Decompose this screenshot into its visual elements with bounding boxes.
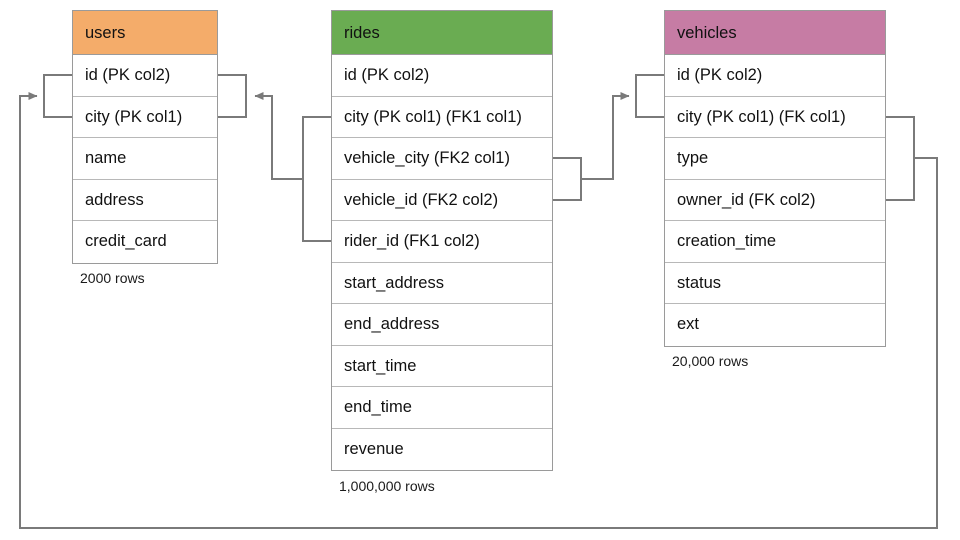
- table-header-users: users: [73, 11, 217, 55]
- column-vehicles-status[interactable]: status: [665, 263, 885, 304]
- column-rides-revenue[interactable]: revenue: [344, 439, 404, 458]
- table-vehicles[interactable]: vehicles id (PK col2) city (PK col1) (FK…: [664, 10, 886, 347]
- column-vehicles-type[interactable]: type: [665, 138, 885, 180]
- edge-fk2-connector: [581, 92, 630, 180]
- row-count-rides: 1,000,000 rows: [339, 478, 435, 494]
- edge-fk1-users-bracket: [218, 74, 247, 118]
- column-rides-rider-id[interactable]: rider_id (FK1 col2): [332, 221, 552, 263]
- edge-fk3-users-bracket: [43, 74, 72, 118]
- column-vehicles-creation-time[interactable]: creation_time: [665, 221, 885, 263]
- table-header-vehicles: vehicles: [665, 11, 885, 55]
- column-rides-id[interactable]: id (PK col2): [332, 55, 552, 97]
- column-vehicles-owner-id[interactable]: owner_id (FK col2): [665, 180, 885, 221]
- column-rides-start-time[interactable]: start_time: [332, 346, 552, 387]
- table-rides[interactable]: rides id (PK col2) city (PK col1) (FK1 c…: [331, 10, 553, 471]
- edge-fk1-connector: [254, 92, 303, 180]
- column-rides-city[interactable]: city (PK col1) (FK1 col1): [332, 97, 552, 138]
- column-vehicles-ext[interactable]: ext: [677, 315, 700, 333]
- table-users[interactable]: users id (PK col2) city (PK col1) name a…: [72, 10, 218, 264]
- edge-fk2-rides-bracket: [553, 157, 582, 201]
- column-users-address[interactable]: address: [73, 180, 217, 221]
- column-users-city[interactable]: city (PK col1): [73, 97, 217, 138]
- column-rides-start-address[interactable]: start_address: [332, 263, 552, 304]
- edge-fk2-vehicles-bracket: [635, 74, 664, 118]
- row-count-vehicles: 20,000 rows: [672, 353, 749, 369]
- column-rides-vehicle-city[interactable]: vehicle_city (FK2 col1): [332, 138, 552, 180]
- edge-fk1-rides-bracket: [302, 116, 331, 242]
- column-users-id[interactable]: id (PK col2): [73, 55, 217, 97]
- column-vehicles-id[interactable]: id (PK col2): [665, 55, 885, 97]
- table-header-rides: rides: [332, 11, 552, 55]
- column-rides-end-address[interactable]: end_address: [332, 304, 552, 346]
- column-users-credit-card[interactable]: credit_card: [85, 232, 167, 250]
- edge-fk3-vehicles-bracket: [886, 116, 915, 201]
- row-count-users: 2000 rows: [80, 270, 145, 286]
- column-rides-end-time[interactable]: end_time: [332, 387, 552, 429]
- column-rides-vehicle-id[interactable]: vehicle_id (FK2 col2): [332, 180, 552, 221]
- column-users-name[interactable]: name: [73, 138, 217, 180]
- column-vehicles-city[interactable]: city (PK col1) (FK col1): [665, 97, 885, 138]
